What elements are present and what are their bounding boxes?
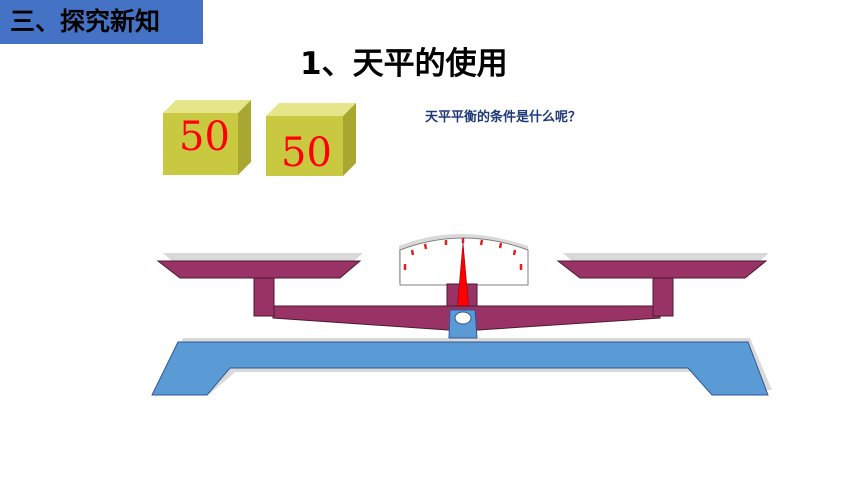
question-text: 天平平衡的条件是什么呢？ bbox=[425, 110, 582, 125]
scale-base bbox=[151, 341, 769, 396]
slide-title: 1、天平的使用 bbox=[300, 46, 508, 82]
section-tag: 三、探究新知 bbox=[0, 0, 203, 44]
weight-block-left: 50 bbox=[163, 100, 253, 176]
left-pan-post bbox=[253, 275, 275, 317]
right-pan-post bbox=[652, 275, 674, 317]
left-pan bbox=[156, 260, 362, 279]
pivot-hole bbox=[454, 311, 472, 325]
weight-label: 50 bbox=[179, 114, 230, 160]
weight-block-right: 50 bbox=[266, 103, 358, 179]
right-pan bbox=[556, 260, 768, 279]
weight-label: 50 bbox=[281, 130, 332, 176]
cube-icon bbox=[163, 100, 251, 175]
cube-icon bbox=[266, 103, 356, 176]
